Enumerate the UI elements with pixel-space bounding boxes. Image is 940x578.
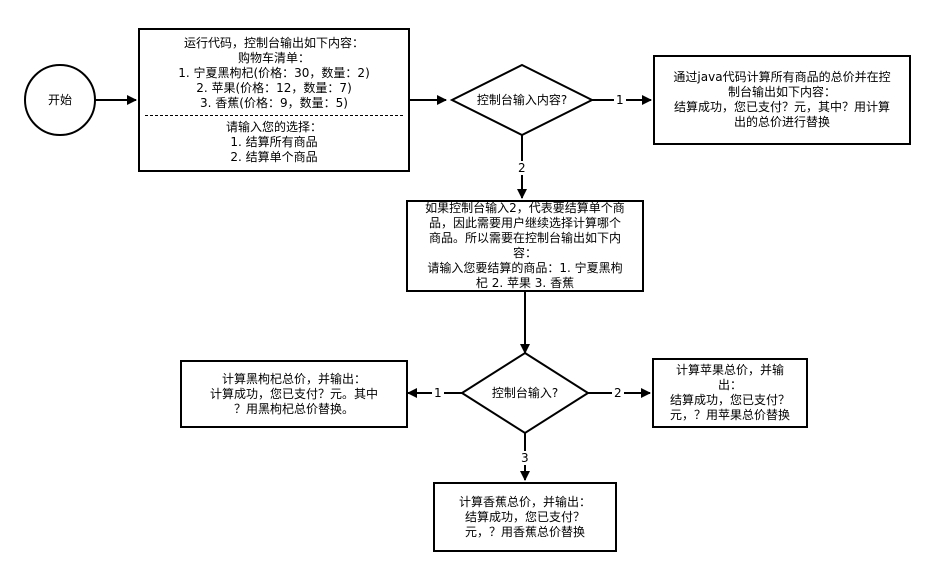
single-line4: 容： [512, 246, 537, 260]
start-label: 开始 [47, 92, 72, 107]
single-line6: 杞 2. 苹果 3. 香蕉 [475, 276, 575, 290]
intro-line5: 3. 香蕉(价格：9，数量：5) [200, 95, 348, 110]
single-line5: 请输入您要结算的商品：1. 宁夏黑枸 [427, 261, 623, 275]
intro-box: 运行代码，控制台输出如下内容： 购物车清单： 1. 宁夏黑枸杞(价格：30，数量… [138, 28, 410, 172]
edge-label-d2-down: 3 [519, 451, 531, 465]
intro-divider [145, 114, 403, 116]
goji-price-box: 计算黑枸杞总价，并输出： 计算成功，您已支付？元。其中 ？用黑枸杞总价替换。 [180, 360, 408, 428]
goji-line2: 计算成功，您已支付？元。其中 [209, 386, 378, 401]
intro-line1: 运行代码，控制台输出如下内容： [183, 35, 364, 50]
total-line1: 通过java代码计算所有商品的总价并在控 [673, 70, 891, 84]
total-line2: 制台输出如下内容： [727, 85, 836, 99]
banana-line2: 结算成功，您已支付？ [464, 509, 585, 524]
intro-line4: 2. 苹果(价格：12，数量：7) [196, 80, 352, 95]
intro-line2: 购物车清单： [237, 50, 310, 65]
single-line3: 商品。所以需要在控制台输出如下内 [428, 231, 621, 245]
decision2-label: 控制台输入? [491, 385, 559, 400]
edge-label-d2-left: 1 [432, 386, 444, 400]
decision2-diamond [460, 351, 590, 435]
banana-price-box: 计算香蕉总价，并输出： 结算成功，您已支付？ 元，？用香蕉总价替换 [433, 482, 617, 552]
edge-label-d1-down: 2 [516, 161, 528, 175]
intro-line8: 2. 结算单个商品 [230, 149, 318, 164]
apple-line1: 计算苹果总价，并输 [675, 363, 784, 377]
apple-line2: 出： [717, 378, 742, 392]
total-price-box: 通过java代码计算所有商品的总价并在控 制台输出如下内容： 结算成功，您已支付… [653, 55, 911, 145]
goji-line3: ？用黑枸杞总价替换。 [233, 401, 354, 416]
single-line1: 如果控制台输入2，代表要结算单个商 [425, 201, 625, 215]
total-line3: 结算成功，您已支付？元，其中？用计算 [673, 100, 890, 114]
apple-price-box: 计算苹果总价，并输 出： 结算成功，您已支付？ 元，？用苹果总价替换 [652, 358, 808, 428]
banana-line1: 计算香蕉总价，并输出： [458, 494, 591, 509]
intro-line7: 1. 结算所有商品 [230, 134, 318, 149]
banana-line3: 元，？用香蕉总价替换 [464, 524, 585, 539]
total-line4: 出的总价进行替换 [733, 115, 830, 129]
decision1-diamond [449, 63, 595, 137]
single-line2: 品，因此需要用户继续选择计算哪个 [428, 216, 621, 230]
decision1-label: 控制台输入内容? [476, 92, 568, 107]
intro-line3: 1. 宁夏黑枸杞(价格：30，数量：2) [178, 65, 370, 80]
single-item-box: 如果控制台输入2，代表要结算单个商 品，因此需要用户继续选择计算哪个 商品。所以… [406, 200, 644, 292]
edge-label-d1-right: 1 [614, 93, 626, 107]
goji-line1: 计算黑枸杞总价，并输出： [221, 371, 366, 386]
apple-line4: 元，？用苹果总价替换 [669, 408, 790, 422]
intro-line6: 请输入您的选择： [225, 119, 322, 134]
edge-label-d2-right: 2 [612, 386, 624, 400]
apple-line3: 结算成功，您已支付？ [669, 393, 790, 407]
